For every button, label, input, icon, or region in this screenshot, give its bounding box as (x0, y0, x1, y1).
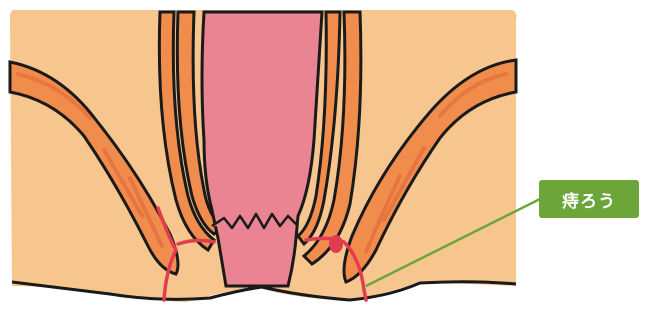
fistula-label: 痔ろう (539, 180, 639, 218)
fistula-label-text: 痔ろう (562, 187, 616, 212)
right-fistula-node (329, 235, 343, 253)
